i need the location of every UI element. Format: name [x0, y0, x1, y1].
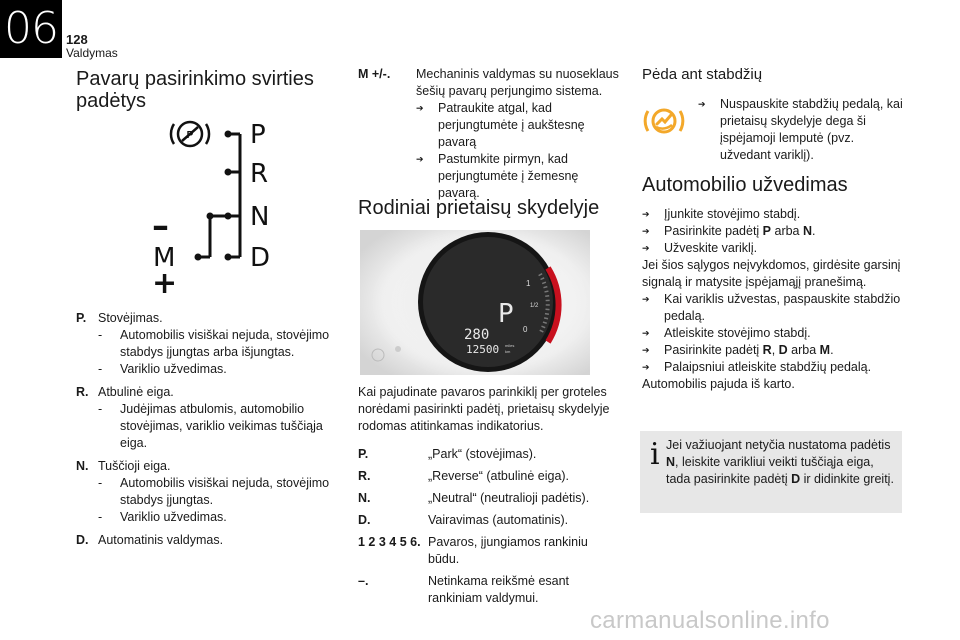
bullet-text: Pastumkite pirmyn, kad perjungtumėte į ž… — [438, 152, 579, 200]
definition-sub: Variklio užvedimas. — [120, 510, 227, 524]
watermark: carmanualsonline.info — [590, 607, 830, 634]
svg-text:P: P — [187, 130, 194, 141]
indicator-text: Vairavimas (automatinis). — [428, 513, 569, 527]
definition-p: P.Stovėjimas. -Automobilis visiškai neju… — [76, 310, 334, 378]
definition-n: N.Tuščioji eiga. -Automobilis visiškai n… — [76, 458, 334, 526]
section-label: Valdymas — [66, 46, 118, 60]
arrow-bullet-icon: ➔ — [698, 99, 706, 109]
indicator-text: Netinkama reikšmė esant rankiniam valdym… — [428, 574, 570, 605]
definition-key: N. — [76, 459, 89, 473]
gear-label-r: R — [250, 159, 268, 189]
dashboard-indicator-list: P. „Park“ (stovėjimas). R. „Reverse“ (atbu… — [358, 446, 620, 607]
arrow-bullet-icon: ➔ — [416, 154, 424, 164]
indicator-text: „Neutral“ (neutralioji padėtis). — [428, 491, 590, 505]
engine-start-closing: Automobilis pajuda iš karto. — [642, 377, 795, 391]
indicator-key: R. — [358, 469, 371, 483]
arrow-bullet-icon: ➔ — [642, 362, 650, 372]
arrow-bullet-icon: ➔ — [416, 103, 424, 113]
manual-mode-definition: M +/-. Mechaninis valdymas su nuoseklaus … — [358, 66, 620, 202]
gear-label-n: N — [250, 202, 269, 232]
definition-sub: Variklio užvedimas. — [120, 362, 227, 376]
gear-label-p: P — [250, 120, 266, 150]
instrument-cluster-image: 1 1/2 0 P 280 12500 miles km — [360, 230, 590, 375]
gear-label-minus: – — [152, 206, 169, 246]
engine-start-steps: ➔Įjunkite stovėjimo stabdį. ➔Pasirinkite… — [642, 206, 904, 393]
gear-dot-n — [224, 212, 232, 220]
definition-r: R.Atbulinė eiga. -Judėjimas atbulomis, a… — [76, 384, 334, 452]
svg-text:0: 0 — [523, 325, 528, 334]
indicator-key: N. — [358, 491, 371, 505]
indicator-key: –. — [358, 574, 369, 588]
info-text: Jei važiuojant netyčia nustatoma padėtis… — [666, 438, 894, 486]
indicator-key: 1 2 3 4 5 6. — [358, 535, 421, 549]
gear-label-m: M — [153, 243, 175, 273]
gear-dot-m — [194, 253, 202, 261]
svg-text:miles: miles — [505, 343, 514, 348]
dashboard-displays-title: Rodiniai prietaisų skydelyje — [358, 197, 600, 219]
brake-instruction: ➔ Nuspauskite stabdžių pedalą, kai priet… — [698, 96, 903, 164]
definition-text: Automatinis valdymas. — [98, 533, 224, 547]
gear-dot-d — [224, 253, 232, 261]
arrow-bullet-icon: ➔ — [642, 328, 650, 338]
definition-d: D. Automatinis valdymas. — [76, 532, 334, 549]
definition-sub: Automobilis visiškai nejuda, stovėjimo s… — [120, 476, 330, 507]
gear-definitions: P.Stovėjimas. -Automobilis visiškai neju… — [76, 310, 334, 549]
svg-text:km: km — [505, 349, 511, 354]
indicator-key: D. — [358, 513, 371, 527]
gear-selector-diagram: P P R N D – M + — [152, 120, 270, 295]
indicator-text: Pavaros, įjungiamos rankiniu būdu. — [428, 535, 588, 566]
arrow-bullet-icon: ➔ — [642, 243, 650, 253]
definition-text: Mechaninis valdymas su nuoseklaus šešių … — [416, 67, 619, 98]
arrow-bullet-icon: ➔ — [642, 294, 650, 304]
indicator-text: „Reverse“ (atbulinė eiga). — [428, 469, 570, 483]
definition-key: D. — [76, 533, 89, 547]
indicator-text: „Park“ (stovėjimas). — [428, 447, 537, 461]
gear-gate-lines — [198, 132, 242, 259]
definition-text: Stovėjimas. — [98, 311, 163, 325]
info-box — [640, 431, 902, 513]
indicator-key: P. — [358, 447, 369, 461]
cluster-gear-indicator: P — [498, 299, 514, 329]
definition-key: P. — [76, 311, 87, 325]
svg-text:1: 1 — [526, 279, 531, 288]
page-number: 128 — [66, 32, 88, 47]
definition-sub: Judėjimas atbulomis, automobilio stovėji… — [120, 402, 323, 450]
parking-symbol-icon: P — [169, 120, 211, 148]
definition-text: Atbulinė eiga. — [98, 385, 174, 399]
gear-label-d: D — [250, 243, 270, 273]
bullet-text: Patraukite atgal, kad perjungtumėte į au… — [438, 101, 585, 149]
info-icon: i — [650, 437, 660, 472]
brake-instruction-text: Nuspauskite stabdžių pedalą, kai prietai… — [720, 97, 903, 162]
engine-start-note: Jei šios sąlygos neįvykdomos, girdėsite … — [642, 258, 901, 289]
cluster-speed: 280 — [464, 327, 489, 343]
gear-dot-p — [224, 130, 232, 138]
arrow-bullet-icon: ➔ — [642, 226, 650, 236]
cluster-odometer: 12500 — [466, 343, 499, 356]
engine-start-title: Automobilio užvedimas — [642, 174, 848, 196]
definition-text: Tuščioji eiga. — [98, 459, 171, 473]
dashboard-intro-text: Kai pajudinate pavaros parinkiklį per gr… — [358, 385, 610, 433]
gear-dot-r — [224, 168, 232, 176]
arrow-bullet-icon: ➔ — [642, 345, 650, 355]
chapter-tab: 06 — [0, 0, 62, 58]
foot-on-brake-warning-icon — [643, 108, 685, 134]
arrow-bullet-icon: ➔ — [642, 209, 650, 219]
definition-key: M +/-. — [358, 67, 391, 81]
svg-text:1/2: 1/2 — [530, 303, 539, 309]
definition-key: R. — [76, 385, 89, 399]
gear-dot-n-left — [206, 212, 214, 220]
definition-sub: Automobilis visiškai nejuda, stovėjimo s… — [120, 328, 330, 359]
foot-on-brake-title: Pėda ant stabdžių — [642, 66, 763, 83]
gear-positions-title: Pavarų pasirinkimo svirties padėtys — [76, 68, 314, 112]
gear-label-plus: + — [152, 266, 177, 295]
